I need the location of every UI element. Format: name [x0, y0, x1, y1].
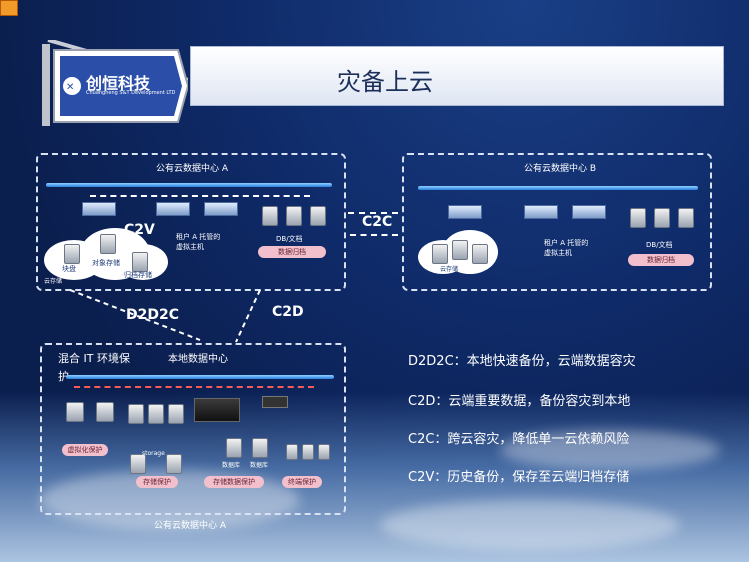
local-db-server — [226, 438, 242, 458]
local-network-bus — [66, 375, 334, 379]
local-title-left2: 护 — [58, 370, 69, 383]
local-pill: 存储保护 — [136, 476, 178, 488]
cloud-shape — [442, 230, 498, 274]
cloud-server — [100, 234, 116, 254]
local-switch — [262, 396, 288, 408]
dc-b-vm — [572, 205, 606, 219]
svg-text:✕: ✕ — [66, 82, 74, 93]
logo-brand: 创恒科技 — [86, 74, 151, 93]
sky-clouds — [0, 392, 749, 562]
local-title-left: 混合 IT 环境保 — [58, 352, 130, 365]
local-storage-server — [148, 404, 164, 424]
local-caption: 公有云数据中心 A — [154, 521, 227, 531]
local-pill: 终端保护 — [282, 476, 322, 488]
c2c-arrow-left — [350, 234, 398, 236]
dc-a-caption: 公有云数据中心 A — [156, 164, 229, 174]
local-title-right: 本地数据中心 — [168, 354, 228, 365]
cloud-server — [452, 240, 468, 260]
dc-a-network-bus — [46, 183, 332, 187]
local-small-label: storage — [142, 450, 165, 457]
legend-c2d: C2D：云端重要数据，备份容灾到本地 — [408, 394, 631, 409]
local-terminal — [302, 444, 314, 460]
dc-a-host — [82, 202, 116, 216]
dc-a-db-label: DB/文档 — [276, 235, 303, 243]
local-backup-appliance — [194, 398, 240, 422]
local-pill: 存储数据保护 — [204, 476, 264, 488]
dc-a-backup-arrow — [90, 195, 310, 197]
cloud-wisp — [380, 500, 680, 550]
local-terminal — [286, 444, 298, 460]
local-pill: 虚拟化保护 — [62, 444, 108, 456]
dc-b-vm-label: 租户 A 托管的 虚拟主机 — [544, 239, 589, 257]
logo-sub: Chuangheng S&T Development LTD — [86, 90, 176, 96]
local-small-label: 数据库 — [222, 462, 241, 469]
local-storage-unit — [166, 454, 182, 474]
cloud-item: 块盘 — [62, 265, 76, 273]
dc-b-caption: 公有云数据中心 B — [524, 164, 597, 174]
dc-a-db-server — [286, 206, 302, 226]
c2v-label: C2V — [124, 222, 155, 238]
local-storage-server — [168, 404, 184, 424]
panel-dc-a — [36, 153, 346, 291]
dc-b-db-label: DB/文档 — [646, 241, 673, 249]
d2d2c-label: D2D2C — [126, 307, 179, 323]
legend-c2v: C2V：历史备份，保存至云端归档存储 — [408, 470, 630, 485]
cloud-server — [472, 244, 488, 264]
dc-b-cloud-label: 云存储 — [440, 266, 459, 273]
c2d-label: C2D — [272, 304, 304, 320]
dc-b-network-bus — [418, 186, 698, 190]
local-vm-server — [66, 402, 84, 422]
cloud-item: 云存储 — [44, 278, 63, 285]
c2c-arrow-right — [348, 212, 398, 214]
cloud-server — [432, 244, 448, 264]
page-title: 灾备上云 — [337, 68, 433, 96]
dc-b-db-server — [630, 208, 646, 228]
dc-b-db-server — [654, 208, 670, 228]
dc-a-db-server — [262, 206, 278, 226]
dc-a-vm — [156, 202, 190, 216]
c2c-label: C2C — [362, 214, 393, 230]
legend-c2c: C2C：跨云容灾，降低单一云依赖风险 — [408, 432, 630, 447]
dc-b-archive-pill: 数据归档 — [628, 254, 694, 266]
legend-d2d2c: D2D2C：本地快速备份，云端数据容灾 — [408, 354, 636, 369]
title-banner — [190, 46, 724, 106]
local-small-label: 数据库 — [250, 462, 269, 469]
dc-b-vm — [524, 205, 558, 219]
dc-a-db-server — [310, 206, 326, 226]
comment-icon[interactable] — [0, 0, 18, 16]
cloud-server — [132, 252, 148, 272]
local-backup-line — [74, 386, 314, 388]
local-storage-server — [128, 404, 144, 424]
panel-dc-b — [402, 153, 712, 291]
local-terminal — [318, 444, 330, 460]
local-storage-unit — [130, 454, 146, 474]
company-sign-logo: ✕ — [42, 40, 188, 126]
cloud-server — [64, 244, 80, 264]
dc-b-db-server — [678, 208, 694, 228]
cloud-wisp — [500, 430, 720, 470]
cloud-item: 归档存储 — [124, 271, 152, 279]
dc-a-vm — [204, 202, 238, 216]
dc-a-vm-label: 租户 A 托管的 虚拟主机 — [176, 233, 221, 251]
local-db-server — [252, 438, 268, 458]
dc-b-host — [448, 205, 482, 219]
local-vm-server — [96, 402, 114, 422]
panel-local — [40, 343, 346, 515]
cloud-item: 对象存储 — [92, 259, 120, 267]
dc-a-archive-pill: 数据归档 — [258, 246, 326, 258]
